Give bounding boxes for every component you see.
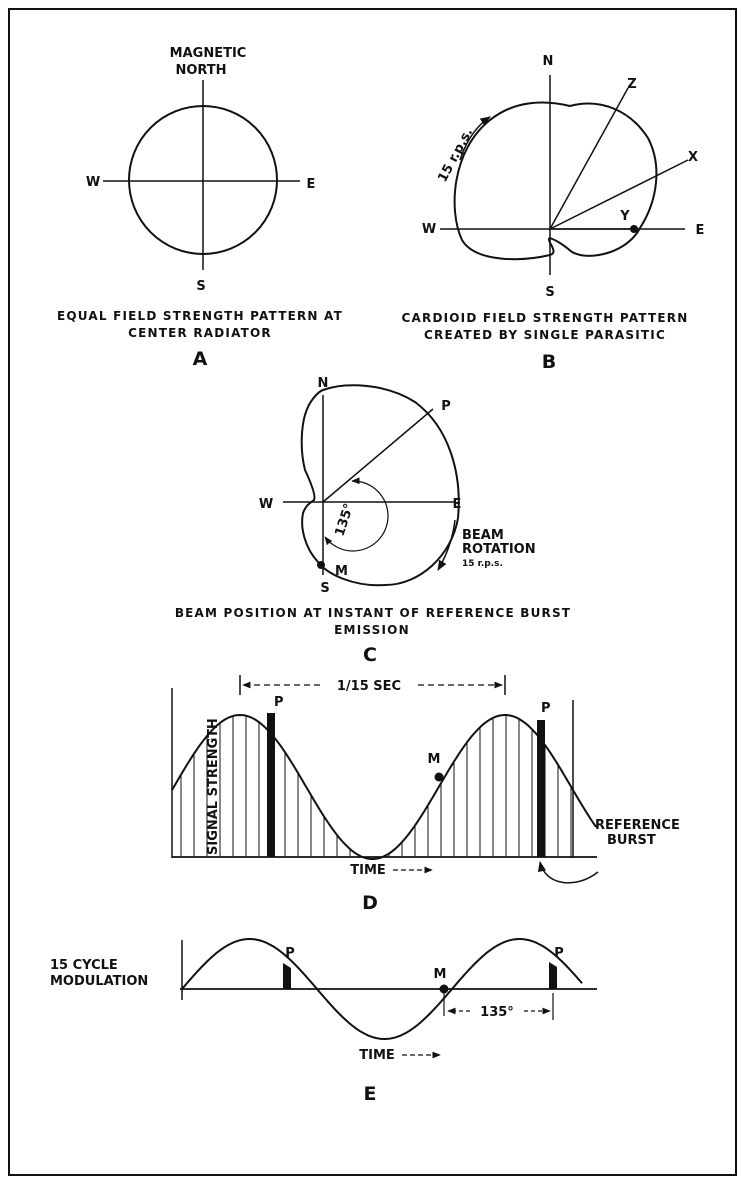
reference-burst-1: [267, 713, 275, 857]
panel-e: 15 CYCLE MODULATION P P M 135° TIME E: [50, 938, 597, 1105]
peak-p1-label: P: [285, 946, 295, 961]
cardioid-pattern: [453, 101, 658, 261]
ray-z: [549, 87, 629, 230]
caption-c-line-1: BEAM POSITION AT INSTANT OF REFERENCE BU…: [175, 606, 571, 620]
signal-hatch-lines: [180, 715, 572, 859]
south-label: S: [320, 581, 329, 596]
ray-x: [549, 159, 689, 230]
north-label: NORTH: [175, 63, 226, 78]
panel-b: 15 r.p.s. N W E S Z X Y CARDIOID FIELD S…: [402, 54, 705, 373]
rotation-label: 15 r.p.s.: [435, 126, 476, 185]
caption-b-line-2: CREATED BY SINGLE PARASITIC: [424, 328, 666, 342]
cardioid-beam-pattern: [300, 384, 460, 587]
modulation-label-2: MODULATION: [50, 974, 148, 989]
beam-rotation-arrow: [437, 519, 456, 571]
south-label: S: [545, 285, 554, 300]
peak-p1-label: P: [274, 695, 284, 710]
west-label: W: [422, 222, 436, 237]
reference-burst-arrow: [537, 860, 599, 884]
time-label: TIME: [359, 1048, 395, 1063]
reference-label-1: REFERENCE: [595, 818, 680, 833]
panel-letter-c: C: [363, 644, 377, 666]
north-label: N: [318, 376, 329, 391]
reference-burst-2: [549, 962, 557, 989]
signal-envelope: [171, 713, 597, 860]
point-m: [317, 561, 325, 569]
point-m: [434, 772, 444, 782]
time-label: TIME: [350, 863, 386, 878]
rotation-arrow: [459, 116, 491, 161]
caption-b-line-1: CARDIOID FIELD STRENGTH PATTERN: [402, 311, 689, 325]
point-y: [630, 225, 638, 233]
panel-a: MAGNETIC NORTH W E S EQUAL FIELD STRENGT…: [57, 46, 343, 370]
point-m-label: M: [335, 564, 348, 579]
caption-c-line-2: EMISSION: [334, 623, 410, 637]
ray-z-label: Z: [627, 77, 636, 92]
beam-label-2: ROTATION: [462, 542, 536, 557]
north-label: N: [543, 54, 554, 69]
reference-burst-2: [537, 720, 545, 857]
beam-label-3: 15 r.p.s.: [462, 559, 503, 569]
panel-letter-d: D: [362, 892, 378, 914]
panel-letter-e: E: [364, 1083, 377, 1105]
panel-letter-b: B: [542, 351, 556, 373]
east-label: E: [453, 497, 462, 512]
point-y-label: Y: [619, 209, 630, 224]
point-m: [439, 984, 449, 994]
ray-p-label: P: [441, 399, 451, 414]
reference-burst-1: [283, 963, 291, 989]
magnetic-label: MAGNETIC: [170, 46, 247, 61]
ylabel: SIGNAL STRENGTH: [206, 718, 221, 855]
peak-p2-label: P: [554, 946, 564, 961]
panel-c: N W E S P 135° M BEAM ROTATION 15 r.p.s.…: [175, 376, 571, 666]
beam-label-1: BEAM: [462, 528, 504, 543]
angle-label: 135°: [480, 1005, 514, 1020]
angle-label: 135°: [333, 502, 358, 539]
east-label: E: [307, 177, 316, 192]
caption-a-line-2: CENTER RADIATOR: [128, 326, 272, 340]
caption-a-line-1: EQUAL FIELD STRENGTH PATTERN AT: [57, 309, 343, 323]
west-label: W: [86, 175, 100, 190]
point-m-label: M: [428, 752, 441, 767]
period-label: 1/15 SEC: [337, 679, 401, 694]
peak-p2-label: P: [541, 701, 551, 716]
ray-p: [322, 408, 434, 503]
reference-label-2: BURST: [607, 833, 656, 848]
ray-x-label: X: [688, 150, 698, 165]
point-m-label: M: [434, 967, 447, 982]
angle-arc: [324, 477, 389, 552]
panel-d: 1/15 SEC SIGNAL STRENGTH P P M REFERENCE…: [171, 675, 680, 914]
equal-field-circle: [128, 105, 278, 255]
west-label: W: [259, 497, 273, 512]
east-label: E: [696, 223, 705, 238]
modulation-wave: [181, 938, 583, 1040]
modulation-label-1: 15 CYCLE: [50, 958, 118, 973]
south-label: S: [196, 279, 205, 294]
panel-letter-a: A: [193, 348, 208, 370]
figure-frame: [8, 8, 737, 1176]
